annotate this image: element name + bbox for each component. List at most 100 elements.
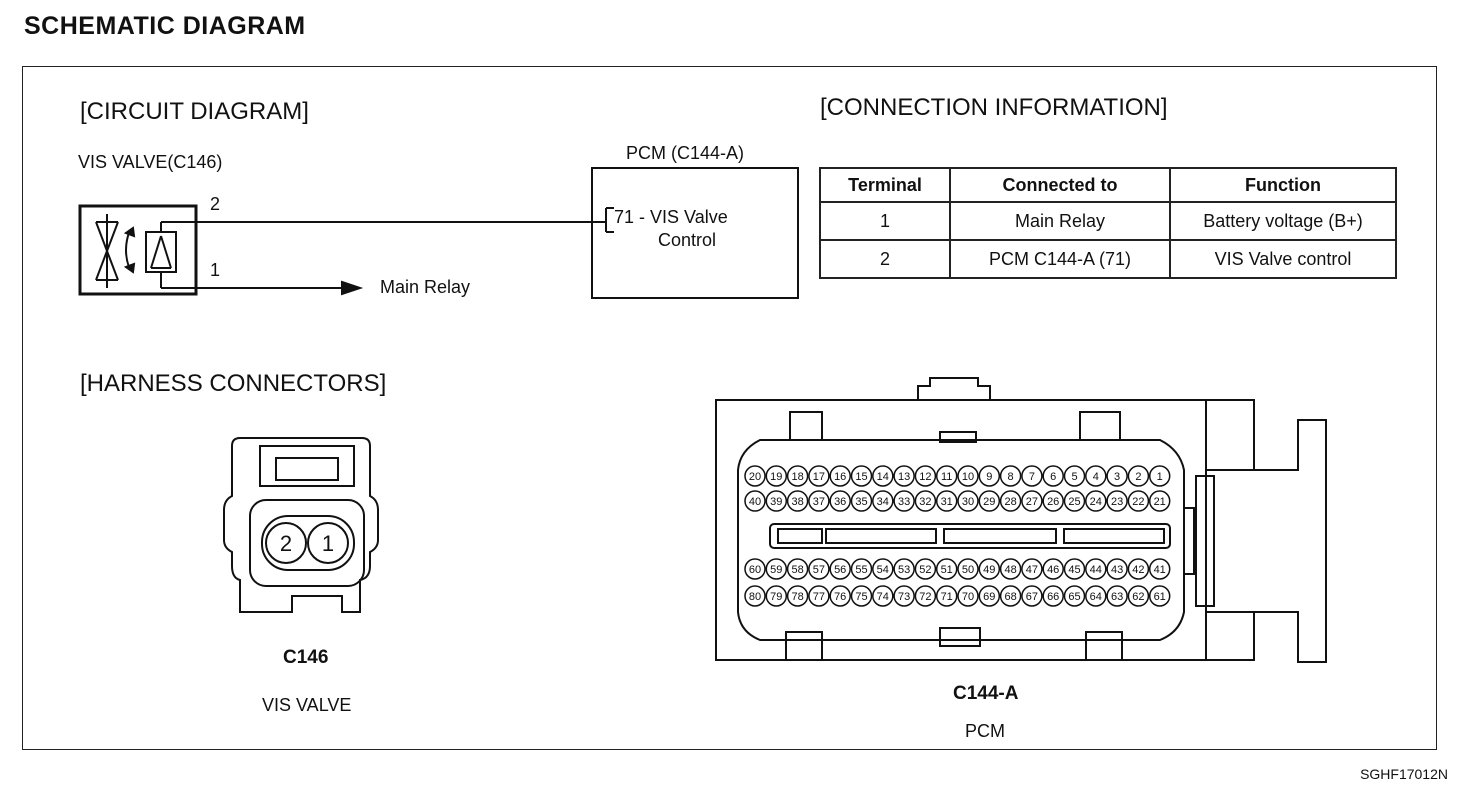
c144a-pin: [786, 585, 809, 607]
c144a-pin: [978, 558, 1001, 580]
c146-id: C146: [283, 647, 329, 668]
c144a-pin-label: 70: [962, 591, 974, 603]
c144a-pin: [893, 465, 915, 487]
c144a-pin: [850, 490, 873, 512]
c144a-pin-label: 39: [770, 496, 782, 508]
c144a-pin-label: 5: [1071, 471, 1077, 483]
c144a-pin-label: 19: [770, 471, 782, 483]
figure-code: SGHF17012N: [1360, 766, 1448, 782]
table-cell: Main Relay: [949, 201, 1171, 241]
connection-heading: [CONNECTION INFORMATION]: [820, 94, 1168, 121]
c144a-pin: [1063, 490, 1086, 512]
c144a-pin: [999, 585, 1022, 607]
c144a-pin-label: 6: [1050, 471, 1056, 483]
pin-2-label: 2: [210, 194, 221, 214]
c144a-pin-label: 80: [749, 591, 761, 603]
valve-symbol-icon: [95, 214, 196, 289]
c144a-pin-label: 24: [1090, 496, 1102, 508]
c144a-pin-label: 55: [855, 564, 867, 576]
c144a-pin: [1085, 490, 1107, 512]
c144a-pin-label: 79: [770, 591, 782, 603]
c144a-pin: [935, 558, 958, 580]
c144a-pin: [1021, 585, 1043, 607]
c144a-pin: [808, 558, 830, 580]
diagram-frame: [22, 66, 1437, 750]
table-cell: 2: [819, 239, 951, 279]
c144a-pin-label: 34: [877, 496, 889, 508]
c144a-pin: [765, 585, 788, 607]
c144a-pin-label: 60: [749, 564, 761, 576]
c144a-pin: [999, 465, 1022, 487]
c146-pin-label: 2: [280, 531, 292, 556]
c144a-pin-label: 49: [983, 564, 995, 576]
c144a-pin: [850, 465, 873, 487]
c144a-pin-label: 13: [898, 471, 910, 483]
c144a-pin: [978, 465, 1001, 487]
c144a-pin-label: 22: [1132, 496, 1144, 508]
column-header: Connected to: [949, 167, 1171, 203]
main-relay-label: Main Relay: [380, 277, 471, 297]
c144a-pin: [1106, 558, 1128, 580]
c144a-pin-label: 31: [941, 496, 953, 508]
c144a-pin: [999, 558, 1022, 580]
c144a-pin-label: 53: [898, 564, 910, 576]
c144a-pin-label: 59: [770, 564, 782, 576]
c144a-pin: [872, 465, 894, 487]
arrow-icon: [341, 280, 364, 296]
c144a-pin-label: 12: [919, 471, 931, 483]
c144a-pin: [1106, 490, 1128, 512]
c144a-pin: [978, 490, 1001, 512]
c144a-pin: [829, 490, 851, 512]
c144a-pin: [1042, 558, 1064, 580]
c144a-pin: [786, 465, 809, 487]
c144a-pin: [808, 465, 830, 487]
c144a-pin: [1148, 558, 1171, 580]
c144a-pin: [978, 585, 1001, 607]
c144a-pin-label: 32: [919, 496, 931, 508]
c144a-pin: [957, 585, 979, 607]
c144a-pin-label: 18: [791, 471, 803, 483]
c144a-pin-label: 15: [855, 471, 867, 483]
table-cell: Battery voltage (B+): [1169, 201, 1397, 241]
c144a-pin: [893, 558, 915, 580]
c144a-pin: [1021, 558, 1043, 580]
c144a-pin: [829, 465, 851, 487]
c144a-pin: [957, 558, 979, 580]
c144a-name: PCM: [965, 721, 1005, 741]
c144a-pin-label: 72: [919, 591, 931, 603]
c144a-pin: [1148, 585, 1171, 607]
table-row: 1 Main Relay Battery voltage (B+): [819, 201, 1397, 241]
c144a-pin: [914, 585, 937, 607]
c144a-pin-label: 20: [749, 471, 761, 483]
table-row: 2 PCM C144-A (71) VIS Valve control: [819, 239, 1397, 279]
c144a-pin: [1127, 585, 1150, 607]
c144a-pin-label: 66: [1047, 591, 1059, 603]
c144a-pin: [744, 465, 766, 487]
c144a-pin-label: 36: [834, 496, 846, 508]
c144a-pin-label: 64: [1090, 591, 1102, 603]
c144a-pin: [829, 585, 851, 607]
c144a-pin-label: 48: [1004, 564, 1016, 576]
c144a-pin-label: 26: [1047, 496, 1059, 508]
c144a-pin-label: 65: [1068, 591, 1080, 603]
c144a-pin-label: 37: [813, 496, 825, 508]
circuit-heading: [CIRCUIT DIAGRAM]: [80, 98, 309, 125]
c144a-pin: [744, 490, 766, 512]
c144a-pin: [829, 558, 851, 580]
c144a-pin: [957, 465, 979, 487]
c144a-pin-label: 23: [1111, 496, 1123, 508]
c144a-pin: [765, 558, 788, 580]
c144a-pin-label: 67: [1026, 591, 1038, 603]
c144a-pin: [1085, 585, 1107, 607]
c144a-pin-label: 25: [1068, 496, 1080, 508]
c144a-pin-label: 69: [983, 591, 995, 603]
c144a-pin: [1063, 585, 1086, 607]
c144a-pin-label: 54: [877, 564, 889, 576]
c144a-pin: [1127, 558, 1150, 580]
c144a-pin: [957, 490, 979, 512]
c144a-pin-label: 41: [1154, 564, 1166, 576]
c144a-pin: [872, 585, 894, 607]
c144a-pin-label: 51: [941, 564, 953, 576]
c144a-pin: [1106, 465, 1128, 487]
pcm-pin-line2: Control: [658, 230, 717, 250]
